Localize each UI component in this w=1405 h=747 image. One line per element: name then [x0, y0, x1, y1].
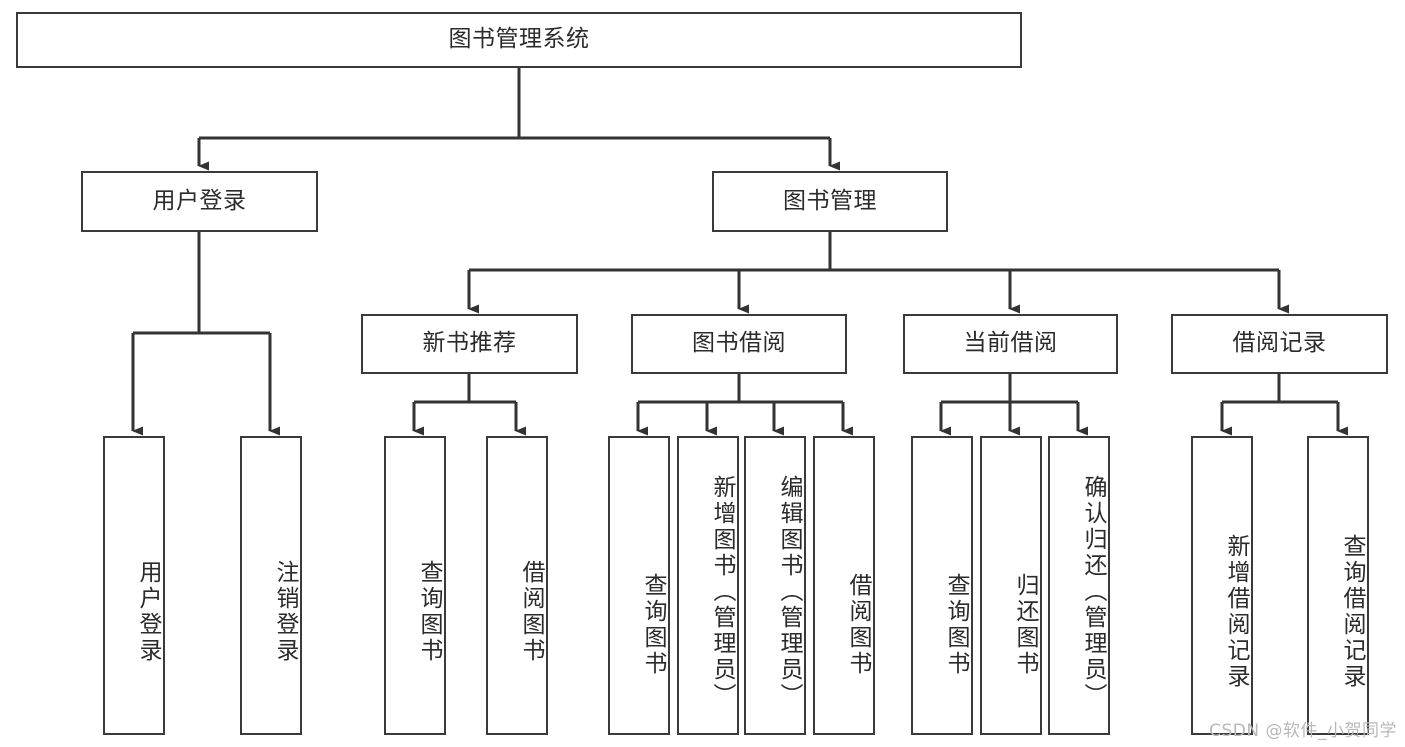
node-current-borrowing[interactable]: 当前借阅 [903, 314, 1118, 374]
node-book-management[interactable]: 图书管理 [712, 171, 948, 232]
csdn-watermark: CSDN @软件_小贺同学 [1209, 721, 1397, 741]
node-leaf-user-login-signin[interactable]: 用户登录 [103, 436, 165, 735]
node-leaf-borrow-add-book-admin[interactable]: 新增图书（管理员） [677, 436, 739, 735]
node-leaf-borrow-borrow-book[interactable]: 借阅图书 [813, 436, 875, 735]
node-leaf-current-query-book[interactable]: 查询图书 [911, 436, 973, 735]
node-leaf-borrow-query-book[interactable]: 查询图书 [608, 436, 670, 735]
node-root-book-management-system[interactable]: 图书管理系统 [16, 12, 1022, 68]
node-leaf-current-return-book[interactable]: 归还图书 [980, 436, 1042, 735]
node-leaf-current-confirm-return-admin[interactable]: 确认归还（管理员） [1048, 436, 1110, 735]
node-leaf-record-query-record[interactable]: 查询借阅记录 [1307, 436, 1369, 735]
node-leaf-new-book-query[interactable]: 查询图书 [384, 436, 446, 735]
node-leaf-new-book-borrow[interactable]: 借阅图书 [486, 436, 548, 735]
node-user-login[interactable]: 用户登录 [81, 171, 318, 232]
node-new-book-recommendation[interactable]: 新书推荐 [361, 314, 578, 374]
node-leaf-borrow-edit-book-admin[interactable]: 编辑图书（管理员） [744, 436, 806, 735]
node-borrowing-record[interactable]: 借阅记录 [1171, 314, 1388, 374]
node-book-borrowing[interactable]: 图书借阅 [631, 314, 847, 374]
node-leaf-user-login-signout[interactable]: 注销登录 [240, 436, 302, 735]
node-leaf-record-add-record[interactable]: 新增借阅记录 [1191, 436, 1253, 735]
